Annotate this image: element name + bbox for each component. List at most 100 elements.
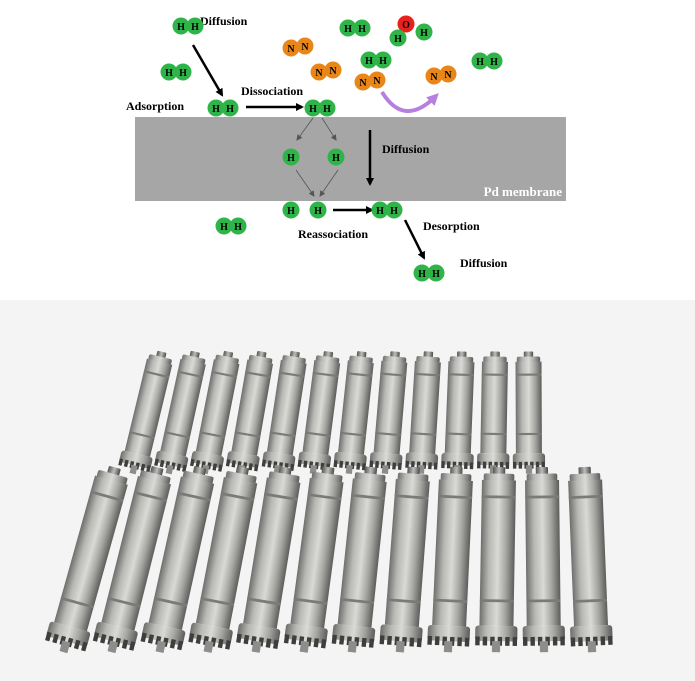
hydrogen-symbol: H: [177, 22, 185, 33]
hydrogen-atom: [282, 148, 300, 166]
nitrogen-atom: [354, 73, 372, 91]
nitrogen-symbol: N: [444, 70, 452, 81]
membrane-module-front-4: [188, 466, 258, 653]
thin-arrow-1: [296, 117, 314, 141]
nitrogen-symbol: N: [301, 42, 309, 53]
hydrogen-permeation-diagram: Pd membrane Diffusion Adsorption Dissoci…: [126, 14, 566, 282]
nitrogen-symbol: N: [373, 76, 381, 87]
nitrogen-atom: [282, 39, 300, 57]
hydrogen-symbol: H: [490, 57, 498, 68]
label-diffusion-mid: Diffusion: [382, 142, 430, 156]
hydrogen-atom: [186, 17, 204, 35]
thin-arrow-3: [295, 169, 315, 197]
membrane-module-front-3: [140, 466, 215, 654]
hydrogen-atom: [309, 201, 327, 219]
membrane-module-back-11: [477, 351, 510, 474]
membrane-module-front-5: [236, 466, 301, 653]
membrane-module-back-7: [333, 351, 374, 475]
membrane-module-back-10: [441, 351, 475, 474]
nitrogen-symbol: N: [430, 72, 438, 83]
hydrogen-symbol: H: [420, 28, 428, 39]
hydrogen-atom: [172, 17, 190, 35]
hydrogen-atom: [415, 23, 433, 41]
hydrogen-symbol: H: [379, 56, 387, 67]
label-diffusion-bottom: Diffusion: [460, 256, 508, 270]
nitrogen-atom: [425, 67, 443, 85]
module-row-back: [118, 350, 546, 475]
arrow-diffusion-in: [191, 44, 224, 97]
hydrogen-symbol: H: [212, 104, 220, 115]
hydrogen-atom: [371, 201, 389, 219]
membrane-module-back-6: [297, 351, 341, 475]
nitrogen-atom: [439, 65, 457, 83]
hydrogen-atom: [229, 217, 247, 235]
membrane-module-front-7: [331, 466, 387, 653]
label-adsorption: Adsorption: [126, 99, 184, 113]
label-diffusion-top: Diffusion: [200, 14, 248, 28]
oxygen-atom: [397, 15, 415, 33]
thin-arrow-4: [319, 169, 339, 197]
hydrogen-symbol: H: [432, 269, 440, 280]
hydrogen-symbol: H: [179, 68, 187, 79]
membrane-module-front-9: [427, 466, 473, 653]
oxygen-symbol: O: [402, 20, 410, 31]
hydrogen-atom: [282, 201, 300, 219]
nitrogen-atom: [310, 63, 328, 81]
hydrogen-symbol: H: [234, 222, 242, 233]
membrane-module-back-4: [225, 350, 274, 475]
hydrogen-atom: [389, 29, 407, 47]
hydrogen-atom: [413, 264, 431, 282]
hydrogen-symbol: H: [344, 24, 352, 35]
membrane-modules-photo: [0, 300, 695, 681]
nitrogen-atom: [296, 37, 314, 55]
hydrogen-atom: [360, 51, 378, 69]
hydrogen-symbol: H: [365, 56, 373, 67]
membrane-module-back-9: [405, 351, 441, 474]
membrane-module-back-1: [118, 350, 173, 475]
hydrogen-atom: [207, 99, 225, 117]
hydrogen-atom: [374, 51, 392, 69]
hydrogen-symbol: H: [476, 57, 484, 68]
hydrogen-atom: [221, 99, 239, 117]
hydrogen-atom: [215, 217, 233, 235]
hydrogen-atom: [318, 99, 336, 117]
h-atom: H: [282, 148, 300, 166]
hydrogen-symbol: H: [394, 34, 402, 45]
membrane-module-front-12: [568, 466, 613, 653]
hydrogen-symbol: H: [220, 222, 228, 233]
pd-membrane: [135, 117, 566, 201]
hydrogen-symbol: H: [287, 153, 295, 164]
hydrogen-symbol: H: [191, 22, 199, 33]
hydrogen-symbol: H: [287, 206, 295, 217]
hydrogen-atom: [427, 264, 445, 282]
hydrogen-atom: [327, 148, 345, 166]
hydrogen-atom: [385, 201, 403, 219]
hydrogen-atom: [485, 52, 503, 70]
nitrogen-atom: [324, 61, 342, 79]
nitrogen-symbol: N: [315, 68, 323, 79]
arrow-desorption: [403, 219, 426, 260]
hydrogen-atom: [353, 19, 371, 37]
hydrogen-symbol: H: [314, 206, 322, 217]
hydrogen-symbol: H: [376, 206, 384, 217]
hydrogen-symbol: H: [390, 206, 398, 217]
hydrogen-symbol: H: [309, 104, 317, 115]
hydrogen-symbol: H: [332, 153, 340, 164]
membrane-module-front-8: [379, 466, 430, 653]
nitrogen-atom: [368, 71, 386, 89]
hydrogen-atom: [160, 63, 178, 81]
hydrogen-symbol: H: [418, 269, 426, 280]
